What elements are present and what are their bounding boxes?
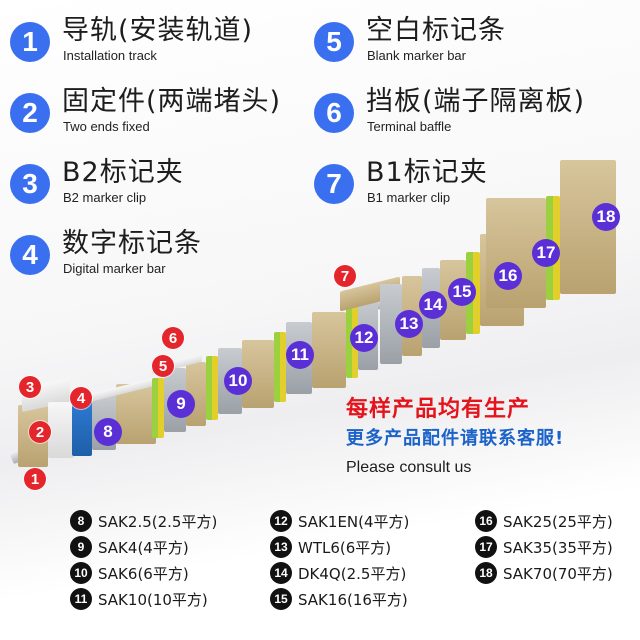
number-badge: 18 (475, 562, 497, 584)
number-badge: 13 (270, 536, 292, 558)
spec-label: SAK10(10平方) (98, 590, 208, 609)
number-badge: 14 (270, 562, 292, 584)
end-plate (48, 402, 74, 458)
spec-item: 13 WTL6(6平方) (270, 534, 409, 560)
number-badge: 2 (10, 93, 50, 133)
legend-label-zh: B1标记夹 (366, 157, 488, 188)
callout-terminal-baffle: 6 (162, 327, 184, 349)
number-badge: 1 (10, 22, 50, 62)
spec-item: 11 SAK10(10平方) (70, 586, 217, 612)
number-badge: 6 (314, 93, 354, 133)
legend-label-en: Blank marker bar (367, 48, 466, 63)
legend-item-digital-marker-bar: 4 数字标记条 Digital marker bar (10, 227, 202, 277)
legend-label-zh: 导轨(安装轨道) (62, 15, 254, 46)
legend-label-en: Installation track (63, 48, 157, 63)
legend-item-b2-marker-clip: 3 B2标记夹 B2 marker clip (10, 156, 184, 206)
callout-sak16: 15 (448, 278, 476, 306)
number-badge: 15 (270, 588, 292, 610)
promo-english: Please consult us (346, 459, 472, 476)
spec-label: SAK16(16平方) (298, 590, 408, 609)
callout-dk4q: 14 (419, 291, 447, 319)
legend-item-installation-track: 1 导轨(安装轨道) Installation track (10, 14, 253, 64)
spec-item: 18 SAK70(70平方) (475, 560, 613, 586)
legend-label-zh: 挡板(端子隔离板) (366, 86, 586, 117)
number-badge: 4 (10, 235, 50, 275)
spec-item: 17 SAK35(35平方) (475, 534, 613, 560)
spec-item: 10 SAK6(6平方) (70, 560, 217, 586)
number-badge: 9 (70, 536, 92, 558)
callout-installation-track: 1 (24, 468, 46, 490)
callout-sak6: 10 (224, 367, 252, 395)
legend-item-terminal-baffle: 6 挡板(端子隔离板) Terminal baffle (314, 85, 585, 135)
blue-terminal (72, 398, 92, 456)
terminal-sak2-5 (116, 384, 156, 444)
spec-label: WTL6(6平方) (298, 538, 392, 557)
number-badge: 3 (10, 164, 50, 204)
legend-label-en: Terminal baffle (367, 119, 452, 134)
spec-label: DK4Q(2.5平方) (298, 564, 407, 583)
callout-sak25: 16 (494, 262, 522, 290)
terminal-wtl6 (380, 284, 402, 364)
legend-label-en: Digital marker bar (63, 261, 166, 276)
number-badge: 12 (270, 510, 292, 532)
spec-list-column-1: 8 SAK2.5(2.5平方) 9 SAK4(4平方) 10 SAK6(6平方) 11… (70, 508, 217, 612)
spec-label: SAK70(70平方) (503, 564, 613, 583)
promo-block: 每样产品均有生产 更多产品配件请联系客服! Please consult us (346, 395, 564, 481)
legend-label-en: Two ends fixed (63, 119, 150, 134)
spec-label: SAK6(6平方) (98, 564, 189, 583)
terminal-sak10 (312, 312, 346, 388)
callout-sak4: 9 (167, 390, 195, 418)
legend-label-zh: 固定件(两端堵头) (62, 86, 282, 117)
earth-terminal (206, 356, 218, 420)
earth-terminal (274, 332, 286, 402)
callout-b2-marker-clip: 3 (19, 376, 41, 398)
legend-item-two-ends-fixed: 2 固定件(两端堵头) Two ends fixed (10, 85, 281, 135)
number-badge: 5 (314, 22, 354, 62)
callout-wtl6: 13 (395, 310, 423, 338)
spec-list-column-3: 16 SAK25(25平方) 17 SAK35(35平方) 18 SAK70(70平方… (475, 508, 613, 586)
spec-label: SAK25(25平方) (503, 512, 613, 531)
callout-sak10: 11 (286, 341, 314, 369)
callout-digital-marker-bar: 4 (70, 387, 92, 409)
spec-item: 15 SAK16(16平方) (270, 586, 409, 612)
callout-sak35: 17 (532, 239, 560, 267)
spec-label: SAK4(4平方) (98, 538, 189, 557)
promo-subheadline: 更多产品配件请联系客服! (346, 428, 565, 449)
legend-label-en: B1 marker clip (367, 190, 451, 205)
number-badge: 17 (475, 536, 497, 558)
number-badge: 11 (70, 588, 92, 610)
callout-sak70: 18 (592, 203, 620, 231)
legend-label-en: B2 marker clip (63, 190, 147, 205)
callout-blank-marker-bar: 5 (152, 355, 174, 377)
promo-headline: 每样产品均有生产 (346, 397, 531, 422)
callout-sak2-5: 8 (94, 418, 122, 446)
number-badge: 10 (70, 562, 92, 584)
callout-b1-marker-clip: 7 (334, 265, 356, 287)
spec-label: SAK2.5(2.5平方) (98, 512, 218, 531)
legend-label-zh: B2标记夹 (62, 157, 184, 188)
spec-item: 16 SAK25(25平方) (475, 508, 613, 534)
legend-item-blank-marker-bar: 5 空白标记条 Blank marker bar (314, 14, 506, 64)
number-badge: 8 (70, 510, 92, 532)
spec-label: SAK1EN(4平方) (298, 512, 410, 531)
number-badge: 16 (475, 510, 497, 532)
earth-terminal (152, 378, 164, 438)
spec-item: 12 SAK1EN(4平方) (270, 508, 409, 534)
legend-item-b1-marker-clip: 7 B1标记夹 B1 marker clip (314, 156, 488, 206)
callout-sak1en: 12 (350, 324, 378, 352)
spec-item: 8 SAK2.5(2.5平方) (70, 508, 217, 534)
spec-item: 9 SAK4(4平方) (70, 534, 217, 560)
legend-label-zh: 数字标记条 (62, 228, 202, 259)
spec-label: SAK35(35平方) (503, 538, 613, 557)
spec-item: 14 DK4Q(2.5平方) (270, 560, 409, 586)
number-badge: 7 (314, 164, 354, 204)
legend-label-zh: 空白标记条 (366, 15, 506, 46)
callout-end-stopper: 2 (29, 421, 51, 443)
